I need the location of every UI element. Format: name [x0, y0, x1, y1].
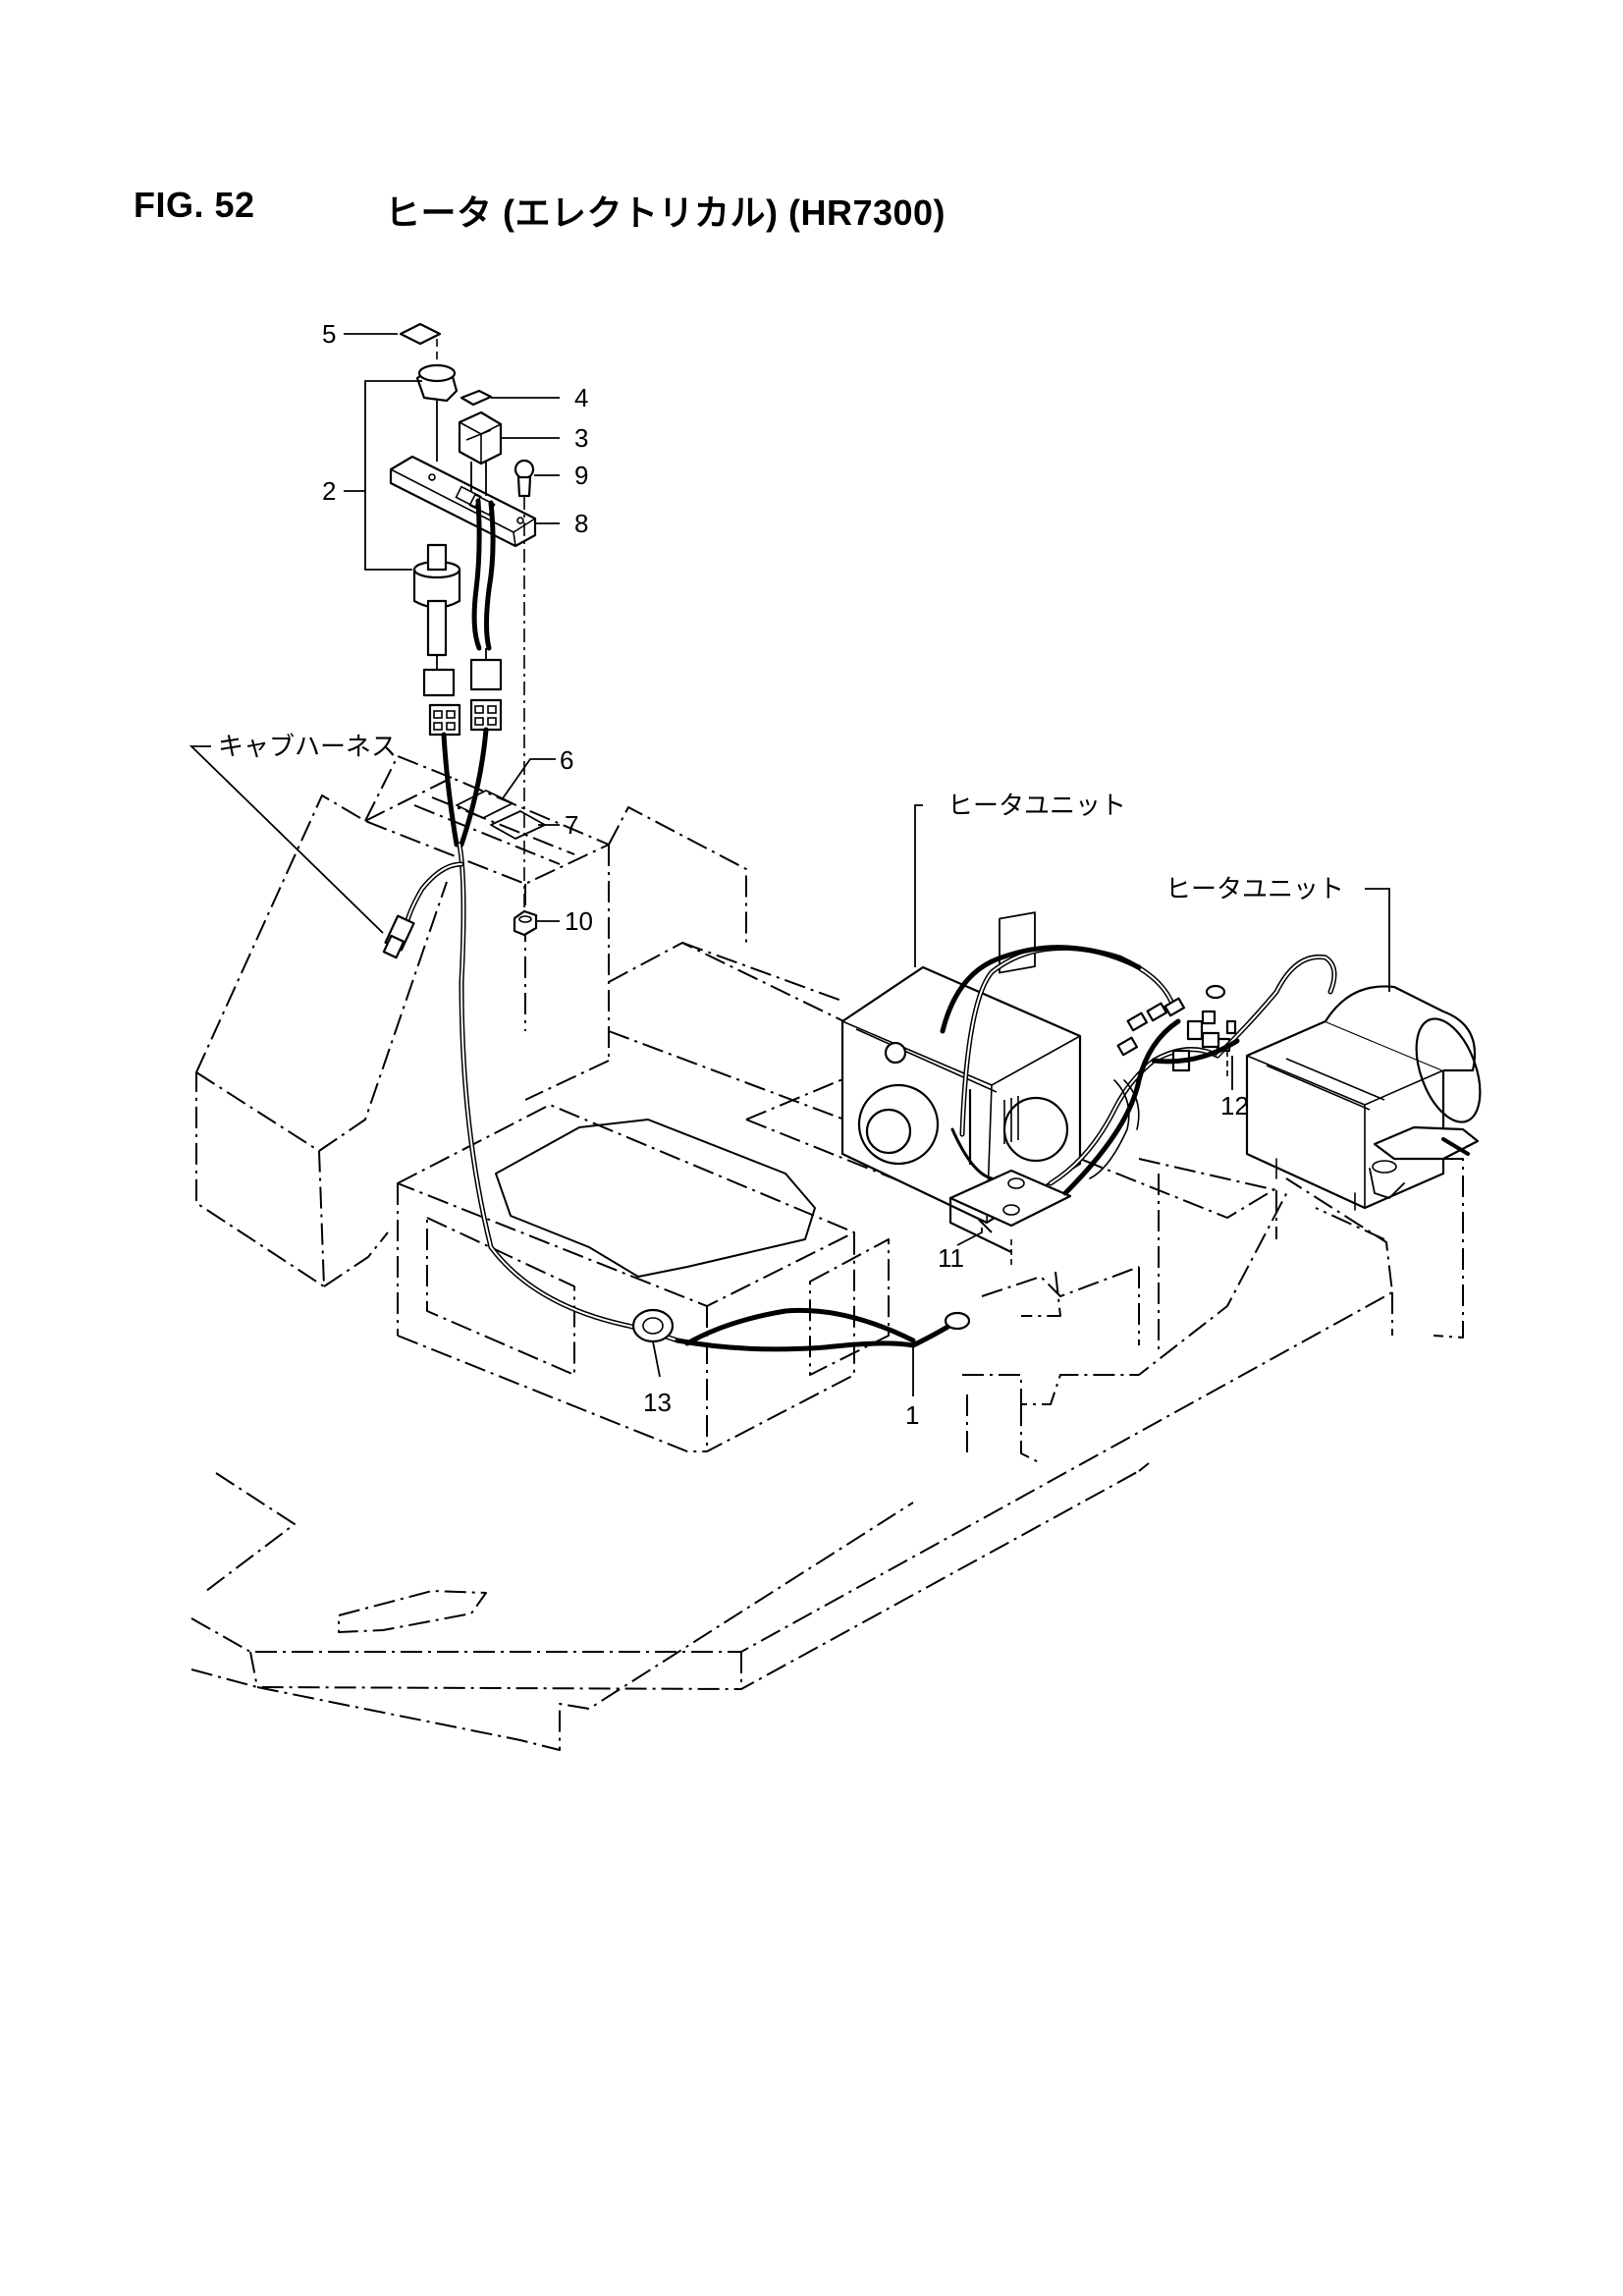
seat-box-outline — [397, 1104, 890, 1452]
figure-number: FIG. 52 — [134, 185, 255, 225]
callout-6: 6 — [560, 745, 573, 775]
cable-clamp — [631, 1308, 675, 1343]
figure-title: ヒータ (エレクトリカル) (HR7300) — [385, 192, 947, 233]
heater-unit-b — [1151, 954, 1482, 1211]
callout-labels: 5 4 3 9 8 2 6 7 10 キャブハーネス ヒータユニット ヒータユニ… — [218, 319, 1344, 1430]
callout-5: 5 — [322, 319, 336, 349]
callout-heater-unit-b: ヒータユニット — [1165, 874, 1344, 903]
cab-console-outline — [195, 755, 610, 1287]
cab-harness-wiring — [382, 842, 971, 1352]
callout-11: 11 — [938, 1243, 964, 1273]
connector-switch — [469, 658, 503, 691]
leader-lines — [189, 333, 1464, 1396]
callout-8: 8 — [574, 509, 588, 538]
hex-nut — [513, 909, 538, 937]
callout-10: 10 — [565, 906, 593, 936]
callout-12: 12 — [1220, 1091, 1249, 1121]
callout-2: 2 — [322, 476, 336, 506]
callout-13: 13 — [643, 1388, 672, 1417]
connector-pot — [422, 668, 456, 697]
rocker-switch — [458, 410, 503, 465]
callout-9: 9 — [574, 461, 588, 490]
heater-unit-a — [840, 911, 1231, 1267]
callout-1: 1 — [905, 1400, 919, 1430]
callout-7: 7 — [565, 810, 578, 840]
floor-plate-outline — [190, 1177, 1393, 1751]
callout-cab-harness: キャブハーネス — [218, 732, 397, 761]
callout-heater-unit-a: ヒータユニット — [947, 791, 1126, 820]
control-panel-assembly — [364, 322, 546, 937]
callout-3: 3 — [574, 423, 588, 453]
callout-4: 4 — [574, 383, 588, 412]
